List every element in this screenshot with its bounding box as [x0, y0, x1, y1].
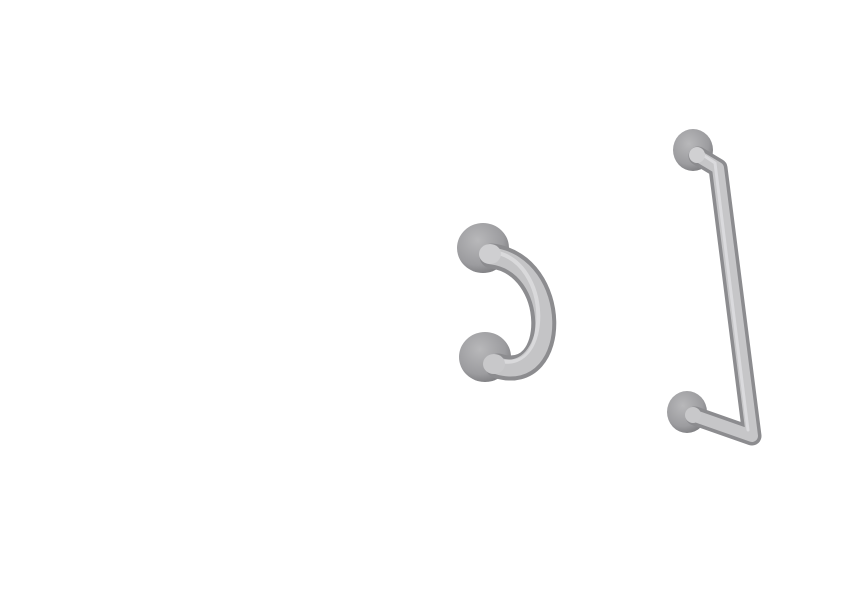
angled-grab-bar [667, 129, 762, 446]
curved-grab-bar [457, 223, 557, 382]
